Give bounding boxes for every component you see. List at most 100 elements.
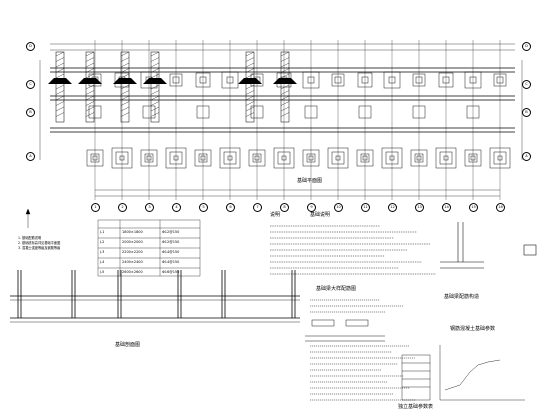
wall-section-detail bbox=[440, 222, 537, 269]
column-upper-12 bbox=[388, 76, 396, 84]
section-detail-box-2 bbox=[345, 319, 369, 327]
column-upper-6 bbox=[226, 76, 234, 84]
axis-bubble-10: 10 bbox=[334, 203, 343, 212]
notes-text-lines bbox=[270, 225, 436, 401]
hatch-stroke bbox=[120, 112, 130, 117]
table-cell: J-4 bbox=[100, 260, 105, 264]
column-lower-4 bbox=[173, 155, 179, 161]
footing-lower-10 bbox=[327, 147, 349, 169]
left-legend-line-3: 3. 混凝土强度等级及钢筋等级 bbox=[18, 246, 61, 250]
hatch-stroke bbox=[150, 106, 160, 112]
elevation-title: 基础剖面图 bbox=[115, 342, 141, 348]
column-detail-cap bbox=[78, 78, 102, 84]
hatch-stroke bbox=[150, 68, 160, 73]
table-cell: Φ14@150 bbox=[162, 250, 180, 254]
table-cell: 2000×2000 bbox=[122, 240, 143, 244]
table-cell: 2600×2600 bbox=[122, 270, 143, 274]
hatch-stroke bbox=[280, 51, 290, 57]
column-detail-shaft bbox=[150, 51, 160, 123]
axis-bubble-9: 9 bbox=[307, 203, 316, 212]
column-lower-13 bbox=[416, 155, 422, 161]
footing-step-13 bbox=[414, 153, 424, 163]
footing-step-5 bbox=[198, 153, 208, 163]
column-detail-cap bbox=[113, 78, 137, 84]
dimension-lines bbox=[39, 43, 523, 197]
footings bbox=[86, 71, 511, 169]
footing-lower-13 bbox=[410, 149, 428, 167]
footing-upper-9 bbox=[302, 71, 320, 89]
table-title: 独立基础参数表 bbox=[398, 404, 434, 410]
footing-mid-11 bbox=[358, 105, 372, 119]
axis-bubble-11: 11 bbox=[361, 203, 370, 212]
row-bubble-B: B bbox=[522, 108, 531, 117]
hatch-stroke bbox=[280, 112, 290, 117]
hatch-stroke bbox=[280, 57, 290, 62]
hatch-stroke bbox=[245, 62, 255, 68]
axis-bubble-6: 6 bbox=[226, 203, 235, 212]
hatch-stroke bbox=[55, 73, 65, 79]
column-upper-5 bbox=[199, 76, 207, 84]
hatch-stroke bbox=[245, 101, 255, 106]
column-upper-9 bbox=[307, 76, 315, 84]
footing-lower-3 bbox=[140, 149, 158, 167]
axis-bubble-5: 5 bbox=[199, 203, 208, 212]
footing-lower-11 bbox=[356, 149, 374, 167]
table-cell: J-1 bbox=[100, 230, 105, 234]
column-detail-cap bbox=[48, 78, 72, 84]
column-lower-9 bbox=[308, 155, 314, 161]
footing-step-4 bbox=[169, 151, 183, 165]
north-arrow-icon bbox=[25, 208, 31, 215]
row-bubble-C: C bbox=[522, 80, 531, 89]
column-detail-cap bbox=[143, 78, 167, 84]
hatch-stroke bbox=[85, 68, 95, 73]
left-legend-line-1: 1. 基础配筋说明 bbox=[18, 236, 42, 240]
hatch-stroke bbox=[150, 90, 160, 95]
small-section-box bbox=[523, 244, 537, 256]
hatch-stroke bbox=[150, 73, 160, 79]
table-cell: Φ12@150 bbox=[162, 230, 180, 234]
hatch-stroke bbox=[120, 90, 130, 95]
axis-bubble-12: 12 bbox=[388, 203, 397, 212]
hatch-stroke bbox=[150, 51, 160, 57]
left-legend bbox=[25, 208, 31, 228]
table-cell: 1800×1800 bbox=[122, 230, 143, 234]
footing-upper-5 bbox=[195, 72, 211, 88]
section-detail-box-1 bbox=[311, 319, 335, 327]
hatch-stroke bbox=[120, 84, 130, 90]
axis-bubble-14: 14 bbox=[442, 203, 451, 212]
hatch-stroke bbox=[85, 90, 95, 95]
table-cell: Φ12@150 bbox=[162, 240, 180, 244]
hatch-stroke bbox=[245, 112, 255, 117]
table-cell: J-5 bbox=[100, 270, 105, 274]
hatch-stroke bbox=[245, 84, 255, 90]
footing-lower-5 bbox=[194, 149, 212, 167]
footing-upper-4 bbox=[169, 73, 183, 87]
footing-lower-7 bbox=[248, 149, 266, 167]
footing-step-11 bbox=[360, 153, 370, 163]
hatch-stroke bbox=[280, 68, 290, 73]
hatch-stroke bbox=[55, 84, 65, 90]
footing-step-3 bbox=[144, 153, 154, 163]
column-lower-14 bbox=[443, 155, 449, 161]
table-cell: 2200×2200 bbox=[122, 250, 143, 254]
column-detail-6 bbox=[273, 51, 297, 123]
hatch-stroke bbox=[120, 62, 130, 68]
hatch-stroke bbox=[85, 84, 95, 90]
notes-title: 基础说明 bbox=[310, 212, 331, 218]
hatch-stroke bbox=[245, 90, 255, 95]
column-detail-shaft bbox=[245, 51, 255, 123]
hatch-stroke bbox=[85, 57, 95, 62]
section-detail bbox=[305, 319, 385, 342]
column-upper-15 bbox=[469, 76, 477, 84]
hatch-stroke bbox=[150, 101, 160, 106]
footing-upper-6 bbox=[221, 71, 239, 89]
hatch-stroke bbox=[55, 95, 65, 101]
column-detail-cap bbox=[238, 78, 262, 84]
hatch-stroke bbox=[280, 84, 290, 90]
footing-step-6 bbox=[223, 151, 237, 165]
hatch-stroke bbox=[120, 57, 130, 62]
hatch-stroke bbox=[280, 90, 290, 95]
footing-step-1 bbox=[90, 153, 100, 163]
column-lower-11 bbox=[362, 155, 368, 161]
footing-upper-10 bbox=[331, 73, 345, 87]
